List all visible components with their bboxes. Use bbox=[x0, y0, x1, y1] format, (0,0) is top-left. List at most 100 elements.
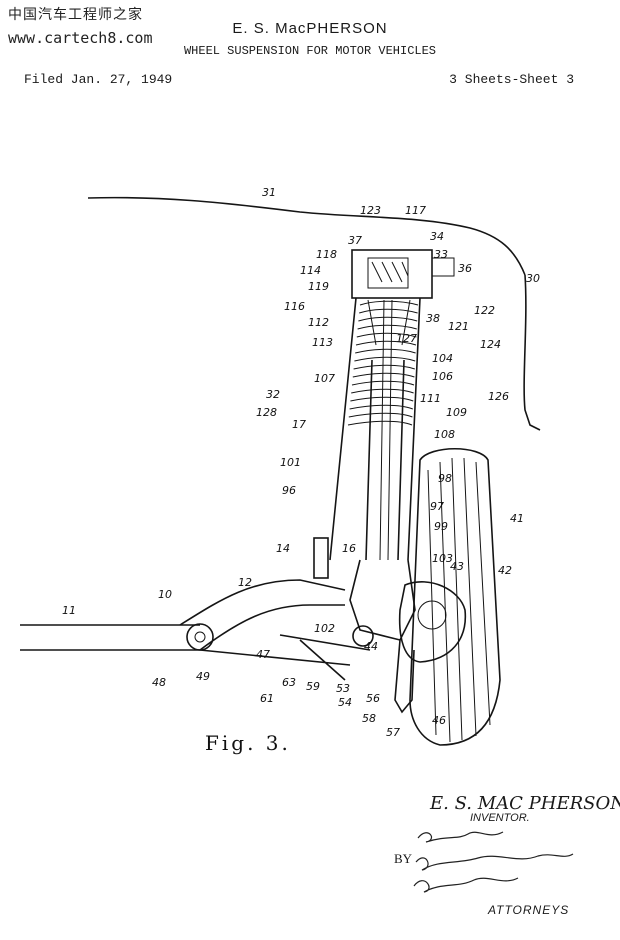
reference-numeral: 10 bbox=[158, 588, 172, 601]
reference-numeral: 106 bbox=[432, 370, 453, 383]
reference-numeral: 126 bbox=[488, 390, 509, 403]
spring-coil bbox=[357, 324, 417, 330]
ball-joint bbox=[352, 625, 374, 647]
body-panel-outline bbox=[87, 196, 526, 276]
frame-member bbox=[20, 624, 200, 651]
attorney-signatures bbox=[413, 831, 574, 893]
reference-numeral: 53 bbox=[336, 682, 350, 695]
strut-rod bbox=[199, 634, 371, 681]
spring-coil bbox=[350, 396, 414, 402]
patent-title: WHEEL SUSPENSION FOR MOTOR VEHICLES bbox=[183, 44, 437, 58]
lower-spindle bbox=[394, 639, 415, 714]
spring-coil bbox=[349, 404, 413, 410]
reference-numeral: 14 bbox=[276, 542, 290, 555]
reference-numeral: 104 bbox=[432, 352, 453, 365]
inventor-role: INVENTOR. bbox=[470, 812, 530, 824]
spring-coil bbox=[356, 332, 417, 338]
arm-pivot bbox=[186, 623, 214, 651]
reference-numeral: 97 bbox=[430, 500, 444, 513]
watermark-url: www.cartech8.com bbox=[8, 29, 153, 47]
reference-numeral: 128 bbox=[256, 406, 277, 419]
attorneys-label: ATTORNEYS bbox=[488, 903, 570, 917]
reference-numeral: 103 bbox=[432, 552, 453, 565]
spring-coil bbox=[351, 388, 414, 394]
spring-coil bbox=[353, 364, 415, 370]
bracket-34 bbox=[431, 257, 455, 277]
spring-coil bbox=[355, 340, 417, 346]
reference-numeral: 118 bbox=[316, 248, 337, 261]
shock-absorber-body bbox=[365, 359, 405, 561]
reference-numeral: 31 bbox=[262, 186, 276, 199]
reference-numeral: 43 bbox=[450, 560, 464, 573]
bump-rubber bbox=[367, 299, 411, 346]
reference-numeral: 17 bbox=[292, 418, 306, 431]
reference-numeral: 112 bbox=[308, 316, 329, 329]
spring-coil bbox=[348, 412, 413, 418]
reference-numeral: 59 bbox=[306, 680, 320, 693]
reference-numeral: 44 bbox=[364, 640, 378, 653]
reference-numeral: 30 bbox=[526, 272, 540, 285]
spring-coil bbox=[355, 348, 416, 354]
strut-outer-tube bbox=[329, 297, 421, 561]
reference-numeral: 12 bbox=[238, 576, 252, 589]
control-arm bbox=[179, 579, 346, 651]
reference-numeral: 16 bbox=[342, 542, 356, 555]
reference-numeral: 113 bbox=[312, 336, 333, 349]
spring-coil bbox=[359, 308, 418, 314]
coil-spring bbox=[347, 300, 419, 426]
pivot-bolt bbox=[194, 631, 206, 643]
bracket-14 bbox=[313, 537, 329, 579]
sheet-count: 3 Sheets-Sheet 3 bbox=[449, 72, 574, 87]
reference-numeral: 41 bbox=[510, 512, 524, 525]
reference-numeral: 99 bbox=[434, 520, 448, 533]
reference-numeral: 111 bbox=[420, 392, 441, 405]
reference-numeral: 127 bbox=[396, 332, 417, 345]
reference-numeral: 57 bbox=[386, 726, 400, 739]
reference-numeral: 56 bbox=[366, 692, 380, 705]
watermark-chinese-text: 中国汽车工程师之家 bbox=[8, 7, 143, 23]
hub-assembly bbox=[398, 581, 467, 663]
reference-numeral: 63 bbox=[282, 676, 296, 689]
tire-outline bbox=[409, 447, 501, 746]
reference-numeral: 96 bbox=[282, 484, 296, 497]
reference-numeral: 32 bbox=[266, 388, 280, 401]
figure-caption: Fig. 3. bbox=[205, 731, 291, 755]
reference-numeral: 98 bbox=[438, 472, 452, 485]
spring-coil bbox=[347, 420, 413, 426]
reference-numeral: 46 bbox=[432, 714, 446, 727]
reference-numeral: 119 bbox=[308, 280, 329, 293]
reference-numeral: 49 bbox=[196, 670, 210, 683]
steering-knuckle bbox=[349, 559, 416, 641]
reference-numeral: 48 bbox=[152, 676, 166, 689]
reference-numeral: 38 bbox=[426, 312, 440, 325]
filing-date: Filed Jan. 27, 1949 bbox=[24, 72, 173, 87]
reference-numeral: 117 bbox=[405, 204, 426, 217]
reference-numeral: 37 bbox=[348, 234, 362, 247]
piston-rod bbox=[379, 299, 393, 561]
fender-outline bbox=[523, 274, 541, 431]
inventor-heading: E. S. MacPHERSON bbox=[232, 20, 388, 37]
spring-coil bbox=[359, 300, 419, 306]
reference-numeral: 109 bbox=[446, 406, 467, 419]
reference-numeral: 122 bbox=[474, 304, 495, 317]
upper-mount-housing bbox=[351, 249, 433, 299]
reference-numeral: 11 bbox=[62, 604, 76, 617]
inventor-signature-name: E. S. MAC PHERSON bbox=[430, 793, 620, 814]
upper-bearing bbox=[367, 257, 409, 289]
reference-numeral: 61 bbox=[260, 692, 274, 705]
spring-coil bbox=[354, 356, 416, 362]
reference-numeral: 54 bbox=[338, 696, 352, 709]
spring-coil bbox=[351, 380, 415, 386]
reference-numeral: 116 bbox=[284, 300, 305, 313]
reference-numeral: 36 bbox=[458, 262, 472, 275]
reference-numeral: 33 bbox=[434, 248, 448, 261]
by-label: BY bbox=[394, 851, 413, 866]
reference-numeral: 108 bbox=[434, 428, 455, 441]
reference-numeral: 114 bbox=[300, 264, 321, 277]
reference-numeral: 123 bbox=[360, 204, 381, 217]
reference-numeral: 34 bbox=[430, 230, 444, 243]
reference-numeral: 124 bbox=[480, 338, 501, 351]
